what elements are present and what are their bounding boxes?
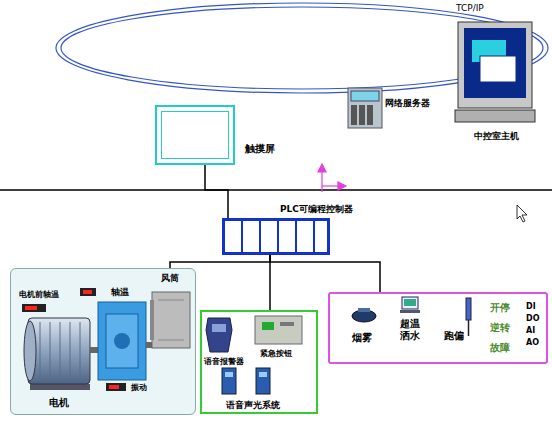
node-label: AO: [526, 338, 539, 347]
node-label: 烟雾: [352, 332, 372, 344]
node-label: 超温洒水: [400, 318, 421, 341]
node-label: 开停: [490, 302, 510, 314]
node-label: 中控室主机: [474, 131, 519, 141]
node-label: 触摸屏: [245, 143, 275, 155]
plc-controller: PLC可编程控制器: [222, 218, 330, 255]
motor-fan-illustration: [24, 292, 190, 390]
bus-line: [0, 189, 552, 191]
node-label: PLC可编程控制器: [280, 204, 353, 214]
node-label: 故障: [490, 342, 510, 354]
sensor-box: 烟雾 超温洒水跑偏 开停逆转故障 DI DO AI AO: [328, 292, 548, 364]
node-label: 风筒: [161, 273, 179, 283]
connector-line: [270, 255, 380, 292]
protocol-label: TCP/IP: [456, 3, 484, 13]
digital-display: [22, 288, 126, 391]
connector-line: [205, 165, 228, 218]
sound-light-box: 语音报警器 紧急按钮语音声光系统: [200, 310, 318, 414]
node-label: 电机前轴温: [19, 290, 59, 299]
server-icon: [348, 88, 382, 128]
network-server: 网络服务器: [345, 86, 470, 130]
node-label: DI: [526, 302, 536, 311]
alarm-devices: [206, 316, 302, 394]
mouse-cursor: [517, 205, 527, 222]
touch-screen: 触摸屏: [155, 105, 235, 165]
panel-ground: [10, 268, 196, 415]
host-computer-icon: [455, 22, 535, 122]
connector-line: [269, 255, 271, 310]
node-label: 语音报警器: [204, 357, 244, 366]
node-label: DO: [526, 314, 539, 323]
motor-panel: 电机前轴温 轴温 风筒振动电机: [10, 268, 196, 415]
node-label: 逆转: [490, 322, 510, 334]
node-label: 跑偏: [444, 330, 464, 342]
node-label: 振动: [131, 383, 147, 392]
control-host: 中控室主机: [452, 18, 542, 150]
node-label: 轴温: [111, 287, 129, 297]
data-arrow: [318, 164, 346, 192]
node-label: AI: [526, 326, 535, 335]
connector-line: [170, 255, 270, 268]
node-label: 语音声光系统: [226, 400, 280, 410]
node-label: 网络服务器: [385, 98, 430, 108]
node-label: 紧急按钮: [260, 349, 292, 358]
node-label: 电机: [49, 397, 69, 409]
